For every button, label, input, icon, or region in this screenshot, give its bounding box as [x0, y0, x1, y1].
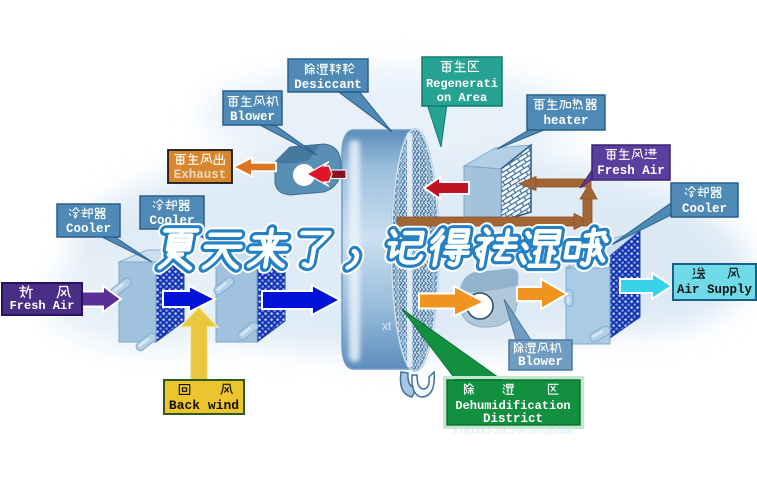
svg-text:XT8000CFJSCJ-90 dehumidifier: XT8000CFJSCJ-90 dehumidifier	[453, 426, 576, 436]
svg-text:Air Supply: Air Supply	[677, 283, 753, 297]
svg-text:Regenerati: Regenerati	[426, 77, 498, 91]
svg-text:Exhaust: Exhaust	[174, 168, 227, 182]
svg-text:Cooler: Cooler	[66, 222, 111, 236]
svg-text:District: District	[483, 412, 543, 426]
svg-text:Back wind: Back wind	[169, 398, 239, 413]
svg-text:xt: xt	[382, 319, 392, 333]
svg-text:Blower: Blower	[518, 355, 563, 369]
svg-text:Desiccant: Desiccant	[294, 78, 362, 92]
svg-text:Fresh Air: Fresh Air	[597, 164, 665, 178]
svg-text:on Area: on Area	[437, 91, 487, 105]
svg-text:heater: heater	[543, 114, 588, 128]
svg-text:Cooler: Cooler	[682, 202, 727, 216]
svg-text:Blower: Blower	[230, 110, 275, 124]
svg-text:Dehumidification: Dehumidification	[455, 399, 570, 413]
svg-text:Fresh Air: Fresh Air	[10, 299, 75, 313]
